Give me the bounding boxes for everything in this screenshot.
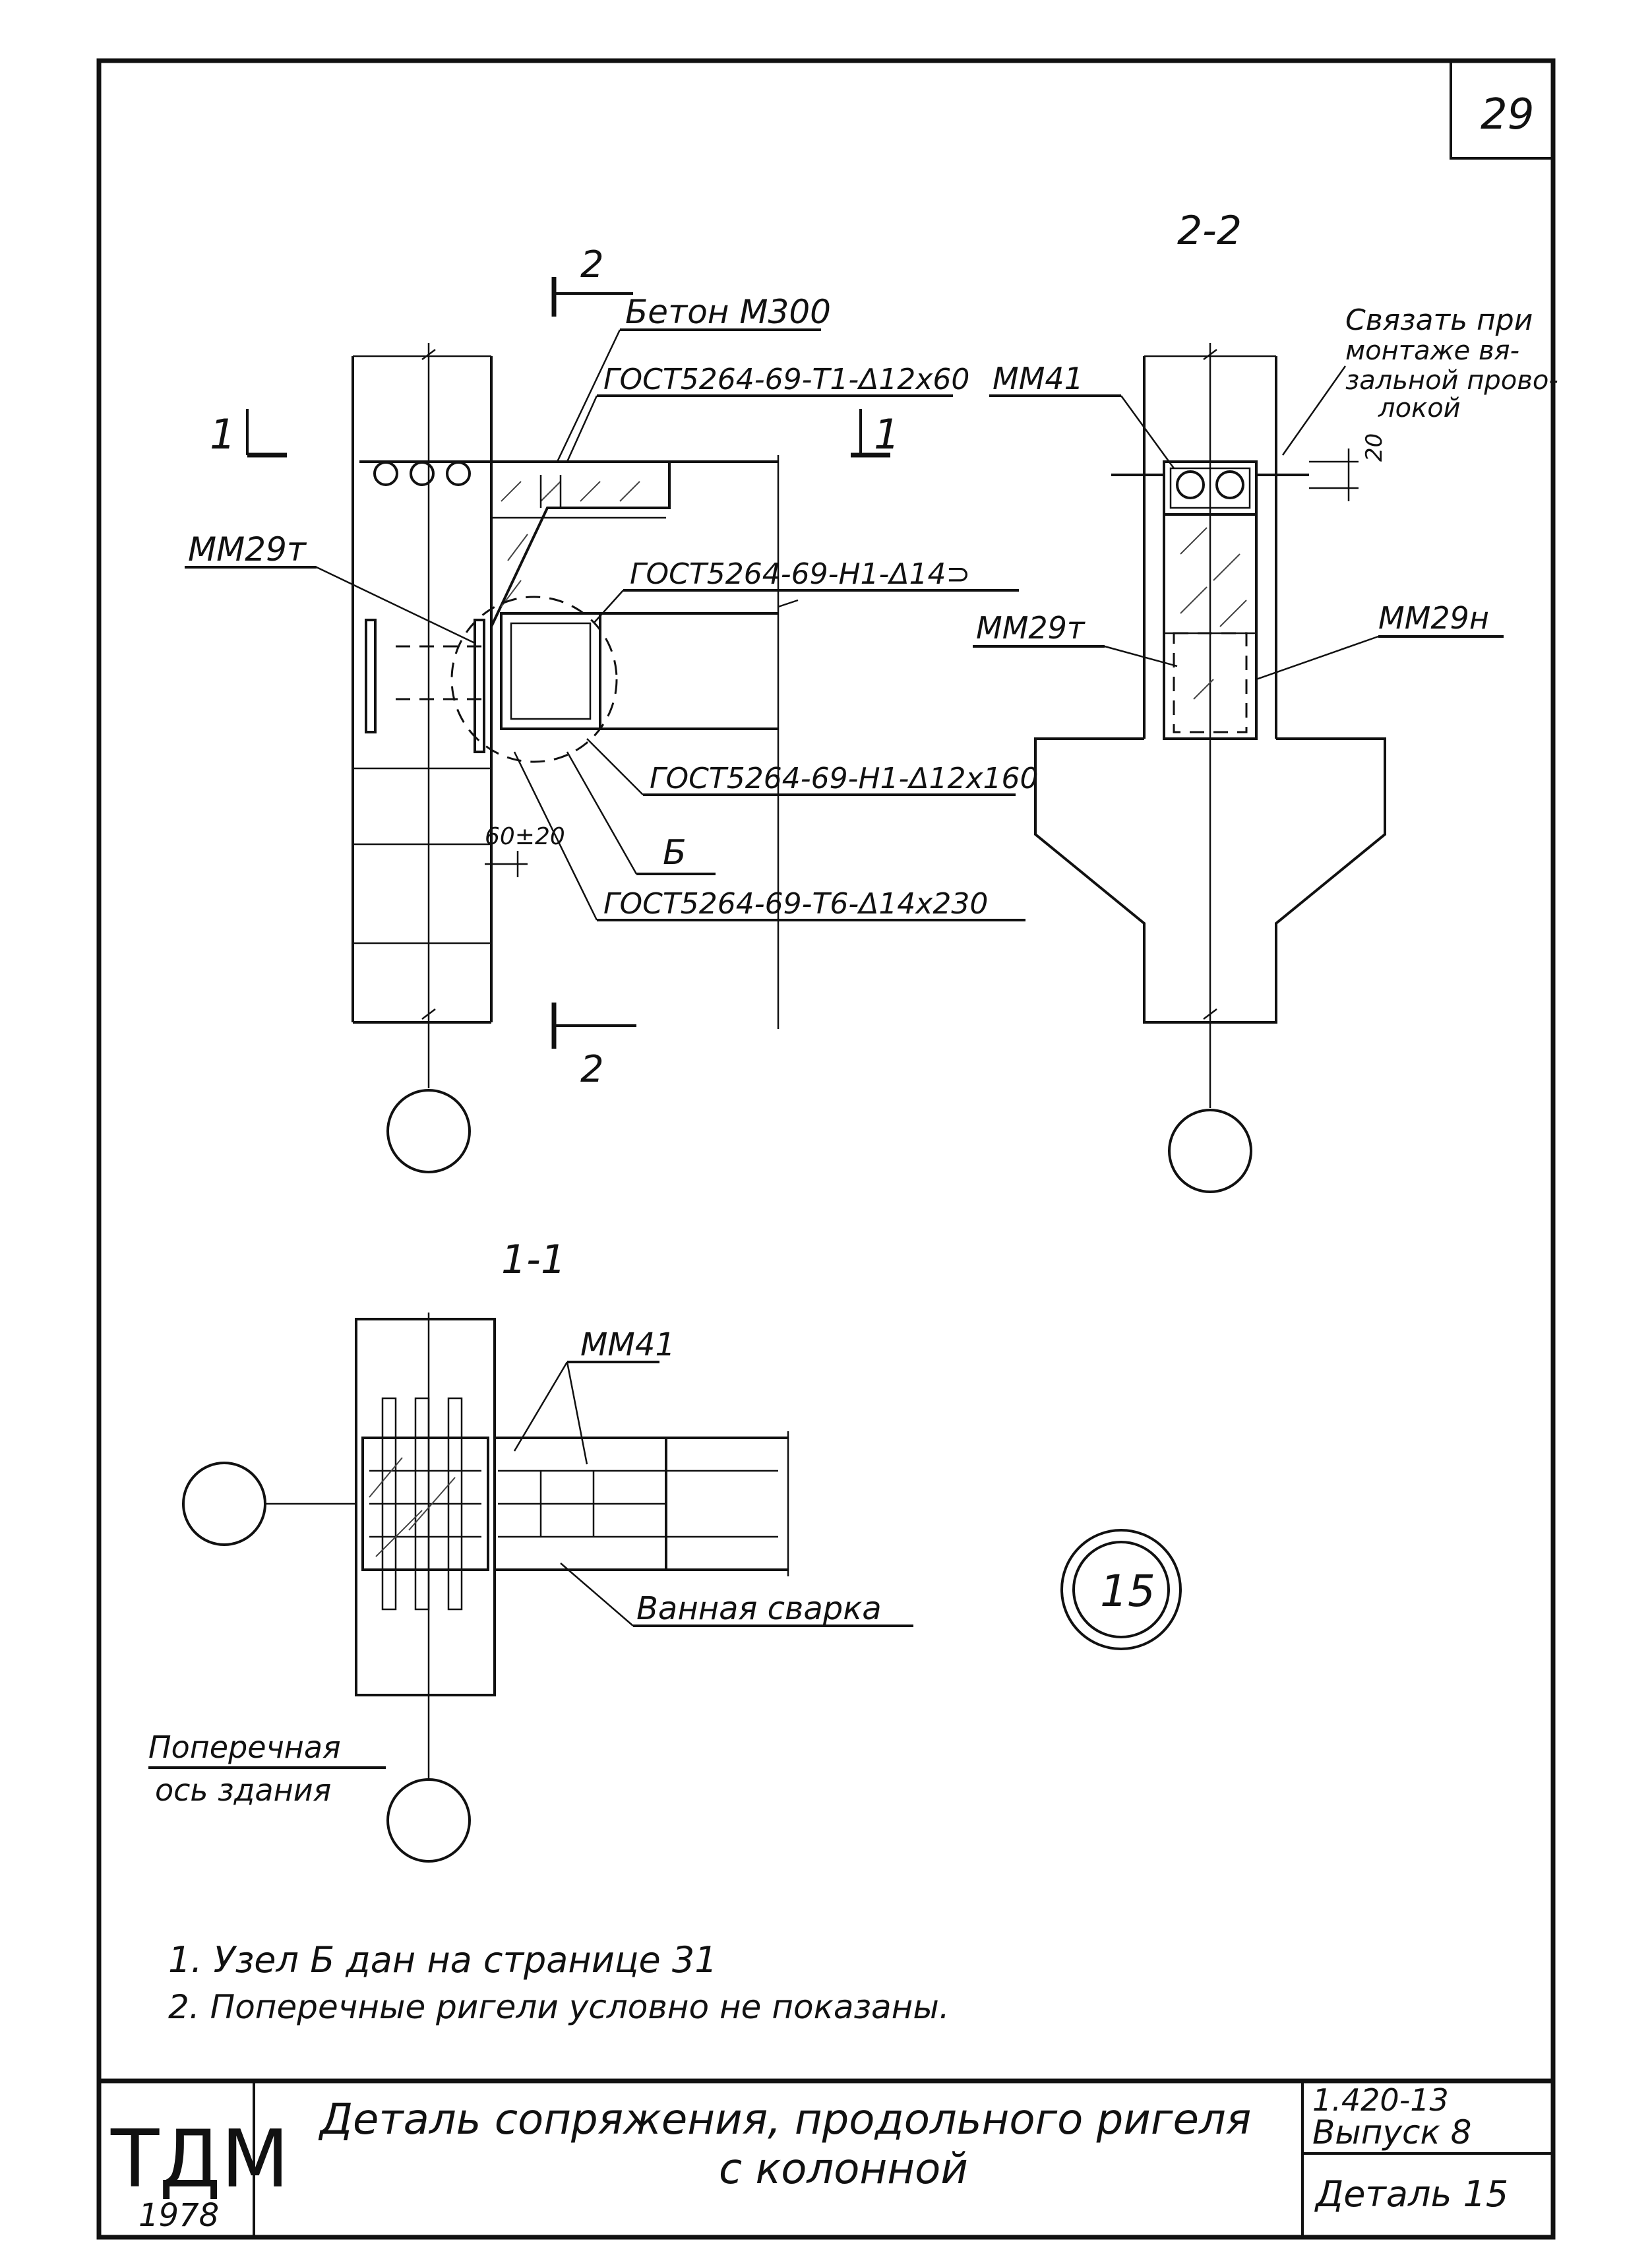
page-number: 29 (1481, 90, 1534, 139)
axis-bubble-2-2 (1168, 1109, 1252, 1193)
svg-text:60±20: 60±20 (485, 823, 565, 850)
svg-text:15: 15 (1100, 1566, 1155, 1617)
page-number-box: 29 (1450, 61, 1553, 160)
section-mark-2-bottom: 2 (551, 1003, 636, 1091)
svg-text:Связать при: Связать при (1345, 303, 1533, 337)
section-mark-1-left: 1 (210, 409, 287, 458)
logo: ТДМ (110, 2114, 290, 2206)
axis-bubble-main (386, 1089, 471, 1173)
axis-bubble-plan-bottom (386, 1778, 471, 1863)
svg-text:монтаже вя-: монтаже вя- (1345, 336, 1519, 366)
label-mm29t-right: ММ29т (973, 610, 1178, 667)
svg-text:ММ41: ММ41 (580, 1326, 675, 1363)
note-2: 2. Поперечные ригели условно не показаны… (168, 1988, 950, 2026)
svg-text:зальной прово-: зальной прово- (1345, 365, 1558, 396)
svg-text:ГОСТ5264-69-Т1-Δ12х60: ГОСТ5264-69-Т1-Δ12х60 (603, 363, 969, 396)
svg-text:ММ29н: ММ29н (1378, 600, 1489, 636)
svg-text:локой: локой (1378, 393, 1461, 423)
label-mm29t-left: ММ29т (185, 530, 475, 644)
girder-bars-plan (498, 1470, 778, 1538)
hatch-2-2 (1180, 527, 1247, 700)
main-elevation-view: 1 1 2 2 Бетон М300 ГОСТ5264-6 (185, 243, 1039, 1173)
svg-text:1: 1 (874, 410, 900, 458)
svg-text:Б: Б (663, 833, 687, 873)
title-line-2: с колонной (719, 2145, 968, 2194)
concrete-hatch-top (501, 475, 640, 607)
section-mark-2-top: 2 (551, 243, 633, 317)
label-gost-t6: ГОСТ5264-69-Т6-Δ14х230 (513, 751, 1025, 921)
label-tie-note: Связать при монтаже вя- зальной прово- л… (1281, 303, 1558, 456)
svg-text:ГОСТ5264-69-Н1-Δ12х160: ГОСТ5264-69-Н1-Δ12х160 (650, 762, 1039, 795)
section-2-2-view: 2-2 20 Связать (973, 208, 1558, 1193)
label-gost-t1: ГОСТ5264-69-Т1-Δ12х60 (566, 363, 969, 462)
series: 1.420-13 (1312, 2082, 1449, 2118)
section-1-1-title: 1-1 (501, 1237, 566, 1283)
axis-bubble-plan-left (182, 1462, 266, 1546)
note-1: 1. Узел Б дан на странице 31 (168, 1939, 718, 1981)
label-gost-n1-14: ГОСТ5264-69-Н1-Δ14⊃ (593, 557, 1019, 624)
svg-text:ММ41: ММ41 (993, 361, 1084, 396)
dim-60: 60±20 (485, 823, 565, 877)
sheet-border (96, 58, 1556, 2240)
svg-text:2: 2 (580, 1048, 604, 1091)
label-axis: Поперечная ось здания (148, 1729, 386, 1808)
label-bath-welding: Ванная сварка (560, 1563, 913, 1627)
svg-text:20: 20 (1361, 433, 1388, 462)
label-mm41-top: ММ41 (989, 361, 1175, 469)
svg-text:Поперечная: Поперечная (148, 1729, 341, 1765)
detail-badge: 15 (1060, 1529, 1182, 1650)
svg-text:2: 2 (580, 243, 604, 286)
svg-text:ММ29т: ММ29т (976, 610, 1086, 646)
svg-text:Ванная сварка: Ванная сварка (636, 1590, 882, 1627)
notes: 1. Узел Б дан на странице 31 2. Поперечн… (168, 1939, 950, 2026)
label-mm41-bottom: ММ41 (513, 1326, 675, 1465)
section-1-1-view: 1-1 (148, 1237, 913, 1863)
detail: Деталь 15 (1314, 2173, 1508, 2215)
svg-text:ГОСТ5264-69-Н1-Δ14⊃: ГОСТ5264-69-Н1-Δ14⊃ (630, 557, 970, 591)
svg-text:1: 1 (210, 410, 235, 458)
issue: Выпуск 8 (1312, 2113, 1471, 2151)
label-mm29n: ММ29н (1256, 600, 1504, 681)
detail-circle-b (450, 596, 618, 763)
label-node-b: Б (566, 751, 716, 875)
svg-text:ГОСТ5264-69-Т6-Δ14х230: ГОСТ5264-69-Т6-Δ14х230 (603, 887, 988, 921)
column-bars (369, 1397, 481, 1611)
section-2-2-title: 2-2 (1177, 208, 1242, 254)
title-line-1: Деталь сопряжения, продольного ригеля (318, 2095, 1251, 2144)
section-mark-1-right: 1 (851, 409, 900, 458)
label-beton: Бетон М300 (556, 293, 831, 462)
svg-text:ось здания: ось здания (155, 1772, 331, 1808)
svg-text:Бетон М300: Бетон М300 (625, 293, 831, 331)
year: 1978 (138, 2197, 219, 2234)
label-gost-n1-12: ГОСТ5264-69-Н1-Δ12х160 (586, 738, 1039, 796)
title-block: ТДМ 1978 Деталь сопряжения, продольного … (99, 2078, 1553, 2237)
svg-text:ММ29т: ММ29т (188, 530, 307, 569)
